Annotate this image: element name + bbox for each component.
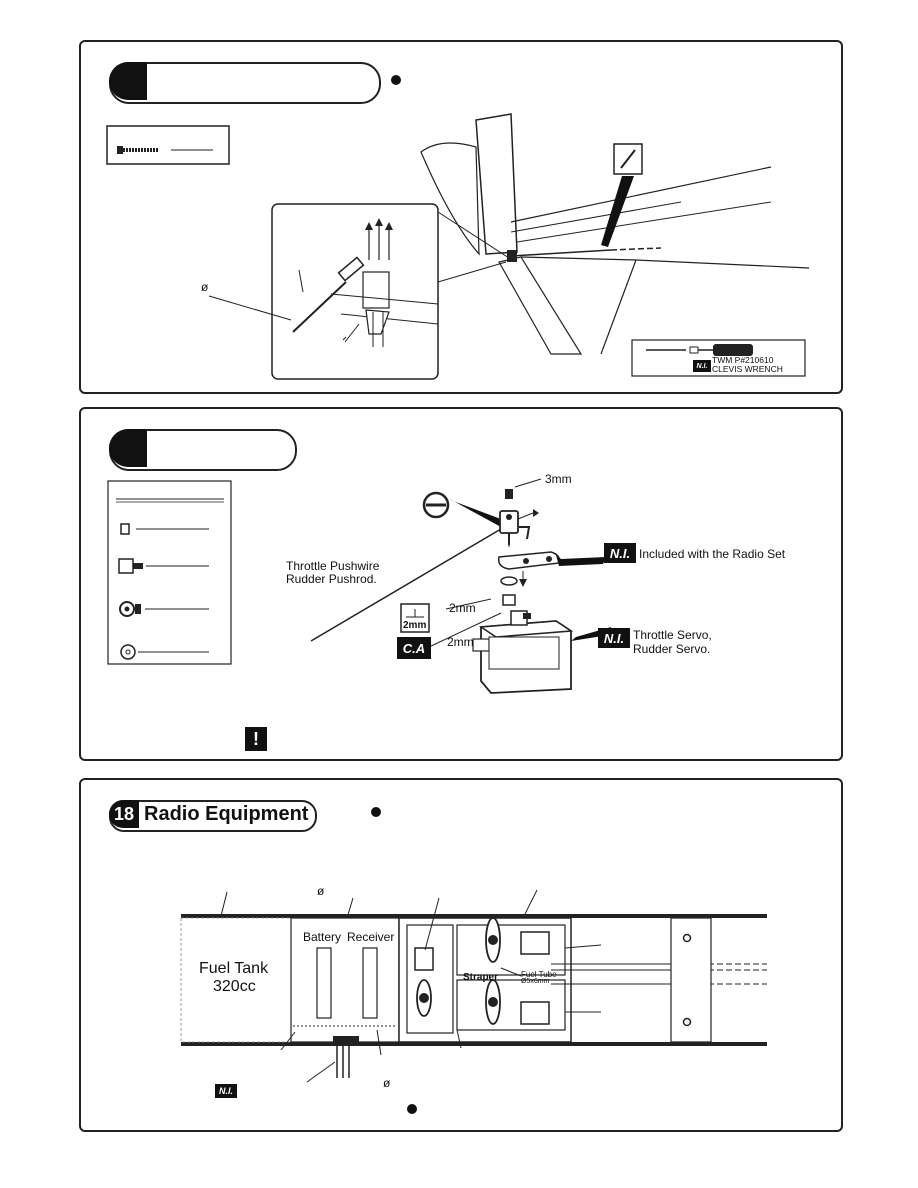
straper-label: Straper	[463, 972, 499, 983]
servo-label-line1: Throttle Servo,	[633, 628, 712, 642]
ni-badge: N.I.	[604, 543, 636, 563]
battery-label: Battery	[303, 930, 342, 944]
receiver-label: Receiver	[347, 930, 395, 944]
bullet-dot	[371, 807, 381, 817]
diameter-label: ø	[383, 1076, 391, 1090]
bullet-dot	[391, 75, 401, 85]
ni-badge: N.I.	[215, 1084, 237, 1098]
step-panel-radio-equipment: 18 Radio Equipment	[79, 778, 843, 1132]
fuel-tube-label-line1: Fuel Tube	[521, 970, 557, 979]
step-number-badge	[109, 62, 147, 100]
ni-badge: N.I.	[693, 360, 711, 372]
tool-part-number: TWM P#210610	[712, 355, 774, 365]
step-header-pill	[109, 62, 381, 104]
diameter-label: ø	[201, 280, 209, 294]
size-label-2mm-nut: 2mm	[447, 635, 474, 649]
size-label-2mm-washer: 2mm	[449, 601, 476, 615]
fuel-tank-label-line1: Fuel Tank	[199, 960, 269, 977]
step-panel-rudder-horn: ø N.I. TWM P#210610 CLEVIS WRENCH	[79, 40, 843, 394]
servo-assembly-drawing	[107, 478, 611, 694]
fuel-tube-label-line2: Ø5x6mm	[521, 978, 550, 985]
size-label-3mm: 3mm	[545, 472, 572, 486]
tool-name: CLEVIS WRENCH	[712, 364, 783, 374]
fuselage-radio-layout-drawing	[180, 889, 767, 1083]
step-header-pill	[109, 429, 297, 471]
tail-assembly-drawing	[106, 113, 810, 380]
step-panel-servo-arm: 3mm Throttle Pushwire Rudder Pushrod. N.…	[79, 407, 843, 761]
step-header-pill: 18 Radio Equipment	[109, 800, 317, 832]
servo-label-line2: Rudder Servo.	[633, 642, 711, 656]
pushrod-label-line1: Throttle Pushwire	[286, 559, 380, 573]
step-number-badge	[109, 429, 147, 467]
step-title: Radio Equipment	[144, 803, 309, 825]
included-radio-set-label: Included with the Radio Set	[639, 547, 786, 561]
ca-glue-badge: C.A	[397, 637, 431, 659]
fuel-tank-label-line2: 320cc	[213, 978, 256, 995]
pushrod-label-line2: Rudder Pushrod.	[286, 572, 377, 586]
diameter-label: ø	[317, 884, 325, 898]
size-label-2mm-box: 2mm	[403, 620, 427, 631]
ni-badge: N.I.	[598, 628, 630, 648]
bullet-dot	[407, 1104, 417, 1114]
step-number-badge: 18	[109, 800, 139, 828]
warning-icon: !	[245, 727, 267, 751]
